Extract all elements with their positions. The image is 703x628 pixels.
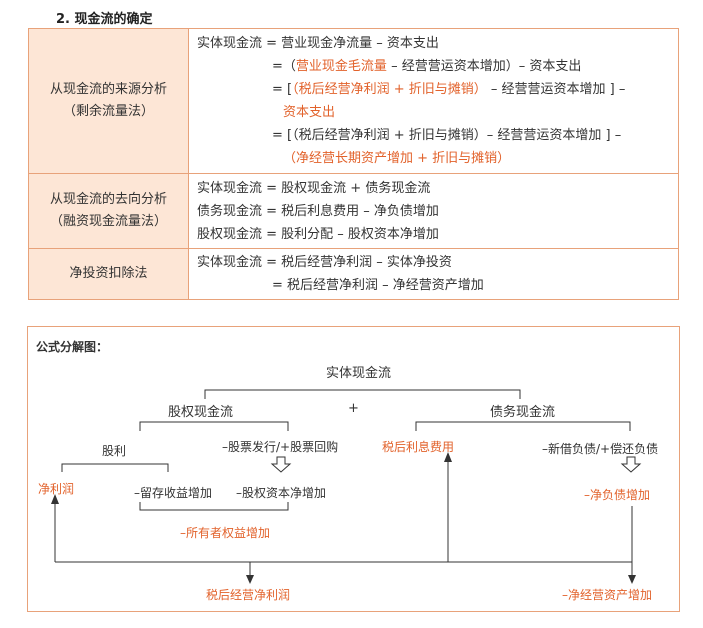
after-tax-op-profit-label: 税后经营净利润	[206, 588, 291, 602]
formula-line: = 税后经营净利润 – 净经营资产增加	[272, 278, 484, 293]
equity-cf-label: 股权现金流	[168, 405, 234, 420]
debt-cf-label: 债务现金流	[490, 405, 556, 420]
formula-line: 实体现金流 = 股权现金流 + 债务现金流	[197, 180, 431, 196]
row-content-net-investment: 实体现金流 = 税后经营净利润 – 实体净投资 = 税后经营净利润 – 净经营资…	[188, 248, 679, 300]
formula-line: 债务现金流 = 税后利息费用 – 净负债增加	[197, 203, 439, 219]
formula-line: 资本支出	[283, 105, 336, 120]
formula-line: = [（税后经营净利润 + 折旧与摊销） – 经营营运资本增加 ] –	[272, 82, 626, 97]
after-tax-interest-label: 税后利息费用	[382, 440, 455, 454]
owner-equity-increase-label: –所有者权益增加	[180, 526, 271, 540]
net-debt-increase-label: –净负债增加	[584, 488, 651, 502]
row-label-net-investment: 净投资扣除法	[28, 248, 189, 300]
row-content-destination: 实体现金流 = 股权现金流 + 债务现金流 债务现金流 = 税后利息费用 – 净…	[188, 173, 679, 249]
table-row-net-investment: 净投资扣除法 实体现金流 = 税后经营净利润 – 实体净投资 = 税后经营净利润…	[28, 248, 679, 300]
formula-line: （净经营长期资产增加 + 折旧与摊销）	[283, 151, 511, 166]
row-label-line: 从现金流的来源分析	[49, 82, 167, 97]
cash-flow-table: 从现金流的来源分析 （剩余流量法） 实体现金流 = 营业现金净流量 – 资本支出…	[28, 28, 679, 300]
dividend-label: 股利	[102, 444, 127, 458]
entity-cf-label: 实体现金流	[326, 366, 392, 381]
diagram-title: 公式分解图：	[36, 340, 109, 354]
row-label-destination: 从现金流的去向分析 （融资现金流量法）	[28, 173, 189, 249]
table-row-source: 从现金流的来源分析 （剩余流量法） 实体现金流 = 营业现金净流量 – 资本支出…	[28, 28, 679, 174]
formula-line: 实体现金流 = 营业现金净流量 – 资本支出	[197, 36, 439, 51]
formula-line: =（营业现金毛流量 – 经营营运资本增加）– 资本支出	[272, 59, 582, 74]
formula-diagram	[27, 326, 680, 612]
formula-line: 实体现金流 = 税后经营净利润 – 实体净投资	[197, 255, 452, 270]
net-profit-label: 净利润	[38, 482, 75, 496]
row-label-line: （融资现金流量法）	[49, 214, 167, 229]
retained-earnings-label: –留存收益增加	[134, 486, 213, 500]
formula-line: = [（税后经营净利润 + 折旧与摊销）– 经营营运资本增加 ] –	[272, 128, 622, 143]
row-content-source: 实体现金流 = 营业现金净流量 – 资本支出 =（营业现金毛流量 – 经营营运资…	[188, 28, 679, 174]
row-label-line: 从现金流的去向分析	[49, 192, 167, 207]
net-op-asset-increase-label: –净经营资产增加	[562, 588, 653, 602]
row-label-line: （剩余流量法）	[62, 104, 154, 119]
table-row-destination: 从现金流的去向分析 （融资现金流量法） 实体现金流 = 股权现金流 + 债务现金…	[28, 173, 679, 249]
formula-line: 股权现金流 = 股利分配 – 股权资本净增加	[197, 226, 439, 242]
new-debt-label: –新借负债/+偿还负债	[542, 442, 659, 456]
plus-sign: +	[348, 401, 359, 416]
equity-increase-label: –股权资本净增加	[236, 486, 327, 500]
row-label-line: 净投资扣除法	[69, 266, 148, 281]
section-title: 2. 现金流的确定	[56, 12, 153, 27]
stock-issue-label: –股票发行/+股票回购	[222, 440, 339, 454]
